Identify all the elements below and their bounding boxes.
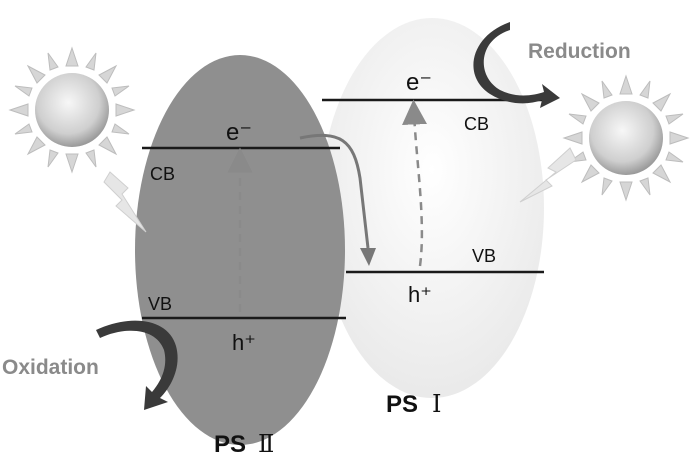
ps1-ellipse — [320, 18, 544, 398]
ps2-electron: e⁻ — [226, 119, 252, 146]
lightning-icon-right — [519, 147, 577, 203]
ps1-title: PS Ⅰ — [386, 391, 442, 418]
ps1-title-prefix: PS — [386, 391, 418, 418]
electron-transfer-arrowhead — [360, 248, 376, 266]
ps2-cb-label: CB — [150, 164, 175, 184]
ps1-electron: e⁻ — [406, 69, 432, 96]
ps2-title-numeral: Ⅱ — [258, 432, 274, 458]
ps1-title-numeral: Ⅰ — [432, 392, 441, 418]
sun-icon-left — [8, 46, 136, 174]
oxidation-label: Oxidation — [2, 356, 99, 379]
ps1-hole: h⁺ — [408, 282, 432, 307]
ps1-vb-label: VB — [472, 246, 496, 266]
oxidation-arrow — [96, 320, 178, 410]
reduction-arrow — [473, 22, 560, 108]
sun-icon-right — [562, 74, 690, 202]
ps2-vb-label: VB — [148, 294, 172, 314]
lightning-icon-left — [103, 171, 147, 233]
electron-transfer-arrow — [299, 133, 370, 249]
reduction-label: Reduction — [528, 40, 631, 63]
ps1-excitation-arrow — [402, 99, 428, 267]
ps2-title: PS Ⅱ — [214, 431, 274, 458]
ps1-cb-label: CB — [464, 114, 489, 134]
ps2-hole: h⁺ — [232, 330, 256, 355]
ps2-title-prefix: PS — [214, 431, 246, 458]
